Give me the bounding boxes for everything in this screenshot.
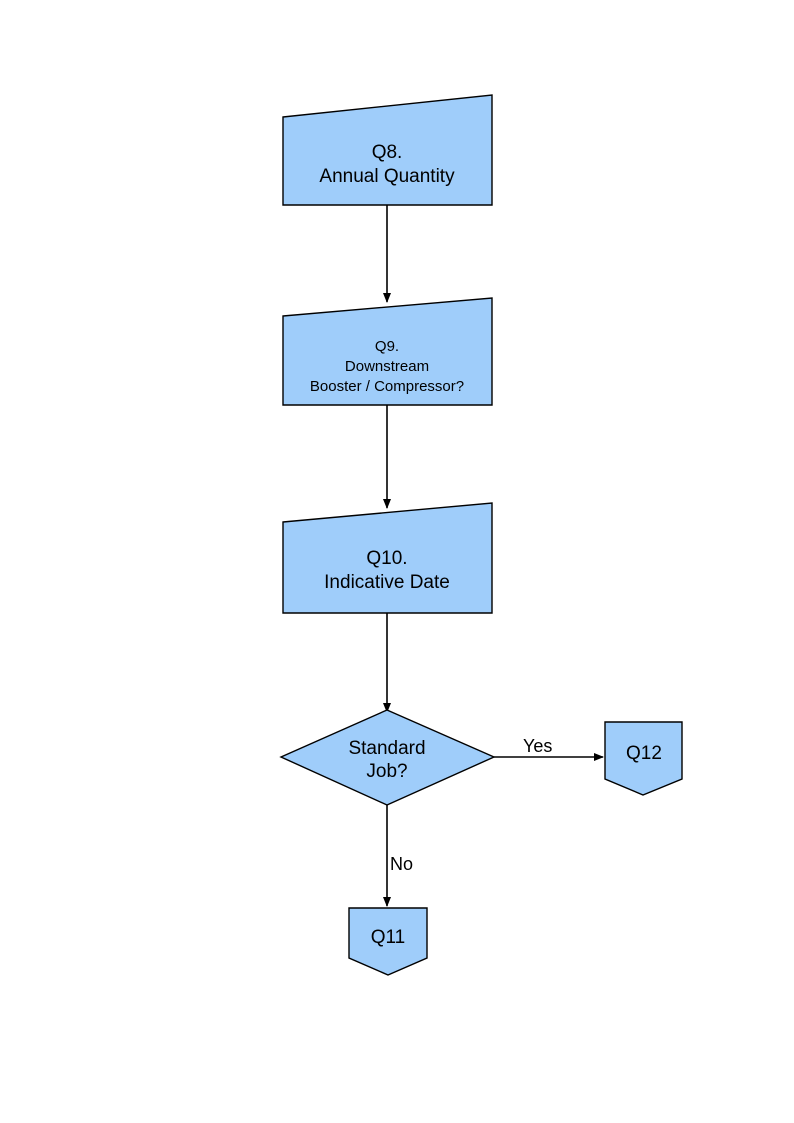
edge-label-no: No	[390, 854, 413, 874]
q9-label-line3: Booster / Compressor?	[310, 378, 464, 395]
q12-shape[interactable]	[604, 721, 683, 796]
node-q8[interactable]: Q8. Annual Quantity	[282, 94, 493, 206]
decision-label-line1: Standard	[348, 738, 425, 759]
node-q12[interactable]: Q12	[604, 721, 683, 796]
node-q10[interactable]: Q10. Indicative Date	[282, 502, 493, 614]
q12-label: Q12	[626, 743, 662, 764]
node-q11[interactable]: Q11	[348, 907, 428, 976]
q10-label-line1: Q10.	[366, 548, 407, 569]
q10-label-line2: Indicative Date	[324, 572, 450, 593]
edge-label-yes: Yes	[523, 736, 552, 756]
q8-label-line1: Q8.	[372, 142, 403, 163]
q9-label-line1: Q9.	[375, 338, 399, 355]
decision-label-line2: Job?	[366, 761, 407, 782]
q9-label-line2: Downstream	[345, 358, 429, 375]
edge-decision-q11: No	[383, 805, 413, 907]
q8-label-line2: Annual Quantity	[319, 166, 455, 187]
q8-shape[interactable]	[282, 94, 493, 206]
q11-shape[interactable]	[348, 907, 428, 976]
q11-label: Q11	[371, 927, 406, 948]
q10-shape[interactable]	[282, 502, 493, 614]
q9-shape[interactable]	[282, 297, 493, 406]
node-q9[interactable]: Q9. Downstream Booster / Compressor?	[282, 297, 493, 406]
edge-decision-q12: Yes	[494, 736, 604, 761]
node-decision-standard-job[interactable]: Standard Job?	[279, 709, 496, 806]
